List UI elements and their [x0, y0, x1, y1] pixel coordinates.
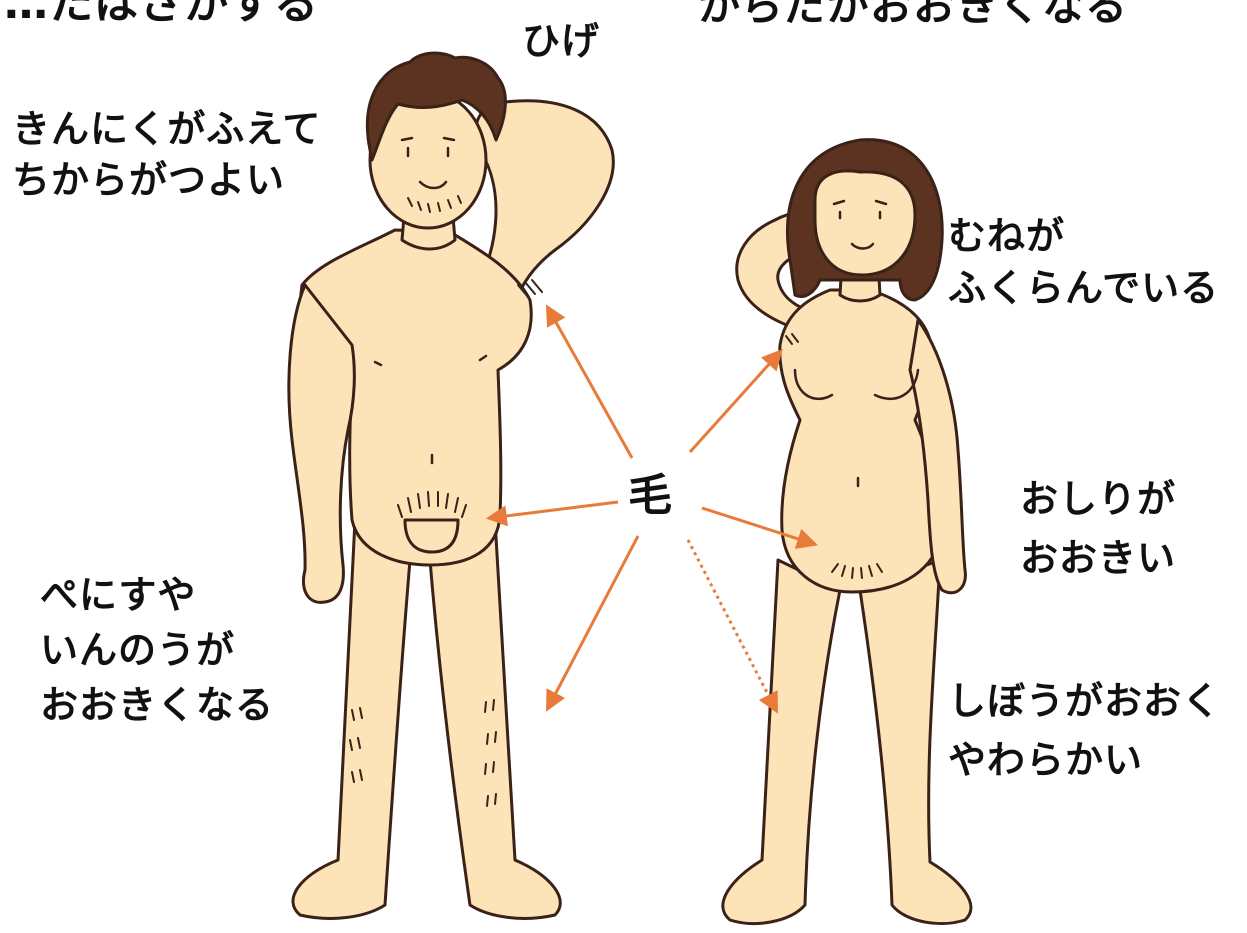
- male-figure: [289, 53, 613, 918]
- arrow-male-armpit: [548, 308, 632, 458]
- label-chest-line-2: ふくらんでいる: [948, 262, 1219, 314]
- label-beard: ひげ: [522, 18, 600, 66]
- label-body-bigger: からだがおおきくなる: [698, 0, 1128, 33]
- label-top-left: …たはさかする: [4, 0, 319, 31]
- label-chest-line-1: むねが: [948, 210, 1219, 262]
- label-muscle: きんにくがふえて ちからがつよい: [12, 104, 321, 207]
- arrow-female-leg-dotted: [688, 540, 776, 710]
- label-genitals-line-3: おおきくなる: [40, 678, 274, 733]
- label-hips-line-2: おおきい: [1020, 529, 1176, 588]
- label-hair: 毛: [628, 468, 673, 523]
- male-right-leg: [430, 520, 560, 918]
- female-left-leg: [723, 560, 840, 924]
- female-face: [815, 171, 915, 275]
- label-fat-line-2: やわらかい: [948, 731, 1221, 790]
- label-fat-line-1: しぼうがおおく: [948, 672, 1221, 731]
- label-muscle-line-2: ちからがつよい: [12, 155, 321, 206]
- arrow-male-leg: [548, 536, 638, 708]
- label-genitals-line-2: いんのうが: [40, 623, 274, 678]
- label-chest: むねが ふくらんでいる: [948, 210, 1219, 315]
- female-figure: [723, 140, 971, 924]
- label-genitals-line-1: ぺにすや: [40, 568, 274, 623]
- label-hips: おしりが おおきい: [1020, 470, 1176, 588]
- label-hips-line-1: おしりが: [1020, 470, 1176, 529]
- arrow-male-pubic: [490, 502, 618, 518]
- arrow-female-armpit: [690, 352, 780, 452]
- label-fat: しぼうがおおく やわらかい: [948, 672, 1221, 790]
- label-genitals: ぺにすや いんのうが おおきくなる: [40, 568, 274, 733]
- label-muscle-line-1: きんにくがふえて: [12, 104, 321, 155]
